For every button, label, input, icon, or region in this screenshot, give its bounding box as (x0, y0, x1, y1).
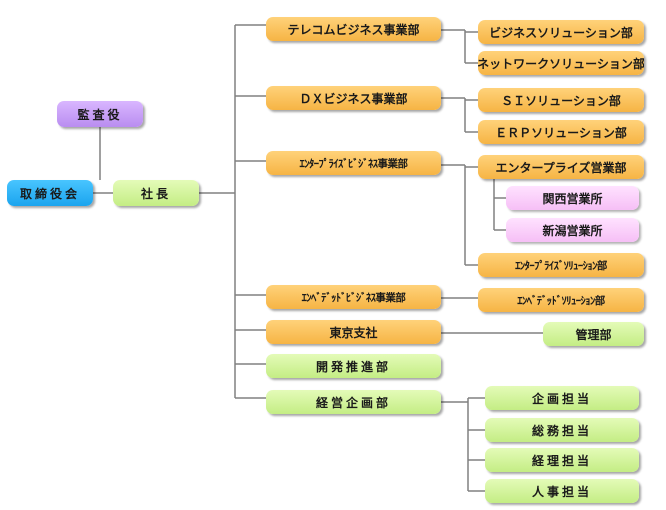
office-niigata[interactable]: 新潟営業所 (506, 218, 639, 242)
office-kansai[interactable]: 関西営業所 (506, 186, 639, 210)
division-embedded[interactable]: ｴﾝﾍﾞﾃﾞｯﾄﾞﾋﾞｼﾞﾈｽ事業部 (266, 285, 441, 309)
dept-enterprise-solution[interactable]: ｴﾝﾀｰﾌﾟﾗｲｽﾞｿﾘｭｰｼｮﾝ部 (478, 253, 644, 277)
dept-dev-promotion[interactable]: 開発推進部 (266, 354, 441, 378)
division-telecom[interactable]: テレコムビジネス事業部 (266, 17, 441, 41)
dept-embedded-solution[interactable]: ｴﾝﾍﾞﾃﾞｯﾄﾞｿﾘｭｰｼｮﾝ部 (478, 288, 644, 312)
dept-network-solution[interactable]: ネットワークソリューション部 (478, 51, 644, 75)
unit-accounting[interactable]: 経理担当 (485, 448, 639, 472)
division-enterprise[interactable]: ｴﾝﾀｰﾌﾟﾗｲｽﾞﾋﾞｼﾞﾈｽ事業部 (266, 151, 441, 175)
dept-corporate-planning[interactable]: 経営企画部 (266, 390, 441, 414)
dept-si-solution[interactable]: ＳＩソリューション部 (478, 88, 644, 112)
dept-business-solution[interactable]: ビジネスソリューション部 (478, 20, 644, 44)
auditor-box[interactable]: 監査役 (57, 101, 143, 127)
dept-erp-solution[interactable]: ＥＲＰソリューション部 (478, 120, 644, 144)
dept-administration[interactable]: 管理部 (543, 322, 644, 346)
unit-planning[interactable]: 企画担当 (485, 386, 639, 410)
president-box[interactable]: 社長 (113, 180, 199, 206)
unit-general-affairs[interactable]: 総務担当 (485, 418, 639, 442)
board-box[interactable]: 取締役会 (7, 180, 93, 206)
division-dx[interactable]: ＤＸビジネス事業部 (266, 86, 441, 110)
unit-human-resources[interactable]: 人事担当 (485, 479, 639, 503)
branch-tokyo[interactable]: 東京支社 (266, 320, 441, 344)
dept-enterprise-sales[interactable]: エンタープライズ営業部 (478, 155, 644, 179)
